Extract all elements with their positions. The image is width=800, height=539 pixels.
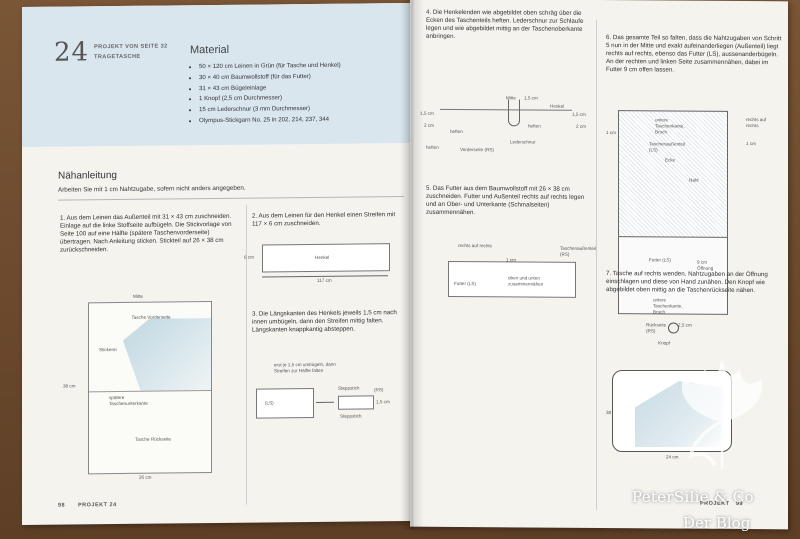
footer-project: PROJEKT 24 [78,502,117,509]
label-bottom-2: untere Taschenkante, Bruch [653,297,683,315]
label-ls: (LS) [265,400,274,406]
label-front: Tasche Vorderseite [131,314,171,320]
label-left-2: 2 cm [424,122,434,128]
divider [58,196,404,201]
label-one-cm: 1 cm [506,257,516,263]
column-divider [246,204,247,505]
label-width: 26 cm [139,474,152,480]
section-title: Nähanleitung [58,170,117,182]
project-from: PROJEKT VON SEITE 32 [94,43,168,51]
label-right-15: 1,5 cm [572,111,586,117]
section-subtitle: Arbeiten Sie mit 1 cm Nahtzugabe, sofern… [58,184,246,194]
label-sew: oben und unten zusammennähen [508,275,544,287]
step-7-text: 7. Tasche auf rechts wenden. Nahtzugaben… [606,270,768,294]
book-gutter [400,0,424,530]
label-rechts: rechts auf rechts [458,243,492,249]
label-front: Vorderseite (RS) [460,147,494,153]
outer-part: untere Taschenkante, Bruch Taschenaußent… [618,110,728,239]
label-bottom: untere Taschenkante, Bruch [655,117,685,135]
left-page: 24 PROJEKT VON SEITE 32 TRAGETASCHE Mate… [22,2,410,526]
project-name: TRAGETASCHE [94,53,141,61]
step-3-text: 3. Die Längskanten des Henkels jeweils 1… [252,309,397,334]
material-item: 50 × 120 cm Leinen in Grün (für Tasche u… [199,61,341,73]
step-4-text: 4. Die Henkelenden wie abgebildet oben s… [426,8,584,40]
label-handle-length: 117 cm [317,277,332,283]
material-item: Olympus-Stickgarn No. 25 in 202, 214, 23… [199,115,341,127]
label-naht: Naht [689,177,699,183]
label-handle: Henkel [315,254,330,260]
label-rs: (RS) [374,387,384,393]
label-one-cm-left: 1 cm [606,130,616,136]
label-handle: Henkel [550,103,565,109]
material-list: 50 × 120 cm Leinen in Grün (für Tasche u… [187,61,341,127]
label-height: 38 cm [63,383,76,389]
folded-strip [338,395,374,410]
label-stitch-1: Steppstich [338,385,360,391]
label-handle-height: 6 cm [244,254,254,260]
label-one-cm-right: 1 cm [746,141,756,147]
arrow [316,401,334,403]
label-stitch-2: Steppstich [340,413,362,419]
column-divider [596,19,597,510]
material-title: Material [190,43,230,57]
label-heften-right: heften [528,123,541,129]
label-heften-left: heften [450,128,463,135]
step-2-text: 2. Aus dem Leinen für den Henkel einen S… [252,211,396,228]
fold-diagram: (LS) [256,387,314,419]
label-lining: Futter (LS) [649,257,671,263]
pattern-piece-figure: Mitte Tasche Vorderseite Stickerei späte… [63,294,212,480]
bag-top-figure [440,108,572,167]
step-6-text: 6. Das gesamte Teil so falten, dass die … [606,34,782,74]
fold-line [89,390,211,393]
label-right-2: 2 cm [576,123,586,129]
handle-strip-figure: Henkel [262,243,390,273]
leather-loop [508,99,520,127]
label-width-15: 1,5 cm [376,399,390,405]
label-back: Tasche Rückseite [134,436,171,442]
label-outer: Taschenaußenteil (RS) [560,245,597,257]
label-mitte: Mitte [133,293,143,299]
label-fold-note: erst je 1,5 cm umbügeln, dann Streifen z… [274,361,336,374]
step-1-text: 1. Aus dem Leinen das Außenteil mit 31 ×… [60,212,232,254]
label-heften-bottom: heften [426,144,439,150]
label-corner: Ecke [665,157,676,163]
footer-page-number: 98 [58,502,66,509]
label-outer: Taschenaußenteil (LS) [649,141,686,153]
label-knopf: Knopf [658,340,671,346]
label-rechts: rechts auf rechts [746,117,767,128]
project-number: 24 [54,37,90,68]
label-size-15: 1,5 cm [524,95,538,101]
label-bottom-edge: spätere Taschenunterkante [109,394,148,406]
label-embroidery: Stickerei [99,347,117,353]
button-icon [668,322,679,334]
label-cord: Lederschnur [510,139,536,145]
parsley-leaf-icon [681,360,763,469]
step-5-text: 5. Das Futter aus dem Baumwollstoff mit … [426,184,585,216]
label-lining: Futter (LS) [454,280,476,287]
label-size: 2,5 cm [678,322,692,328]
watermark-title: PeterSilie & Co [632,488,754,506]
embroidery-motif [123,318,211,391]
watermark-subtitle: Der Blog [683,514,751,532]
